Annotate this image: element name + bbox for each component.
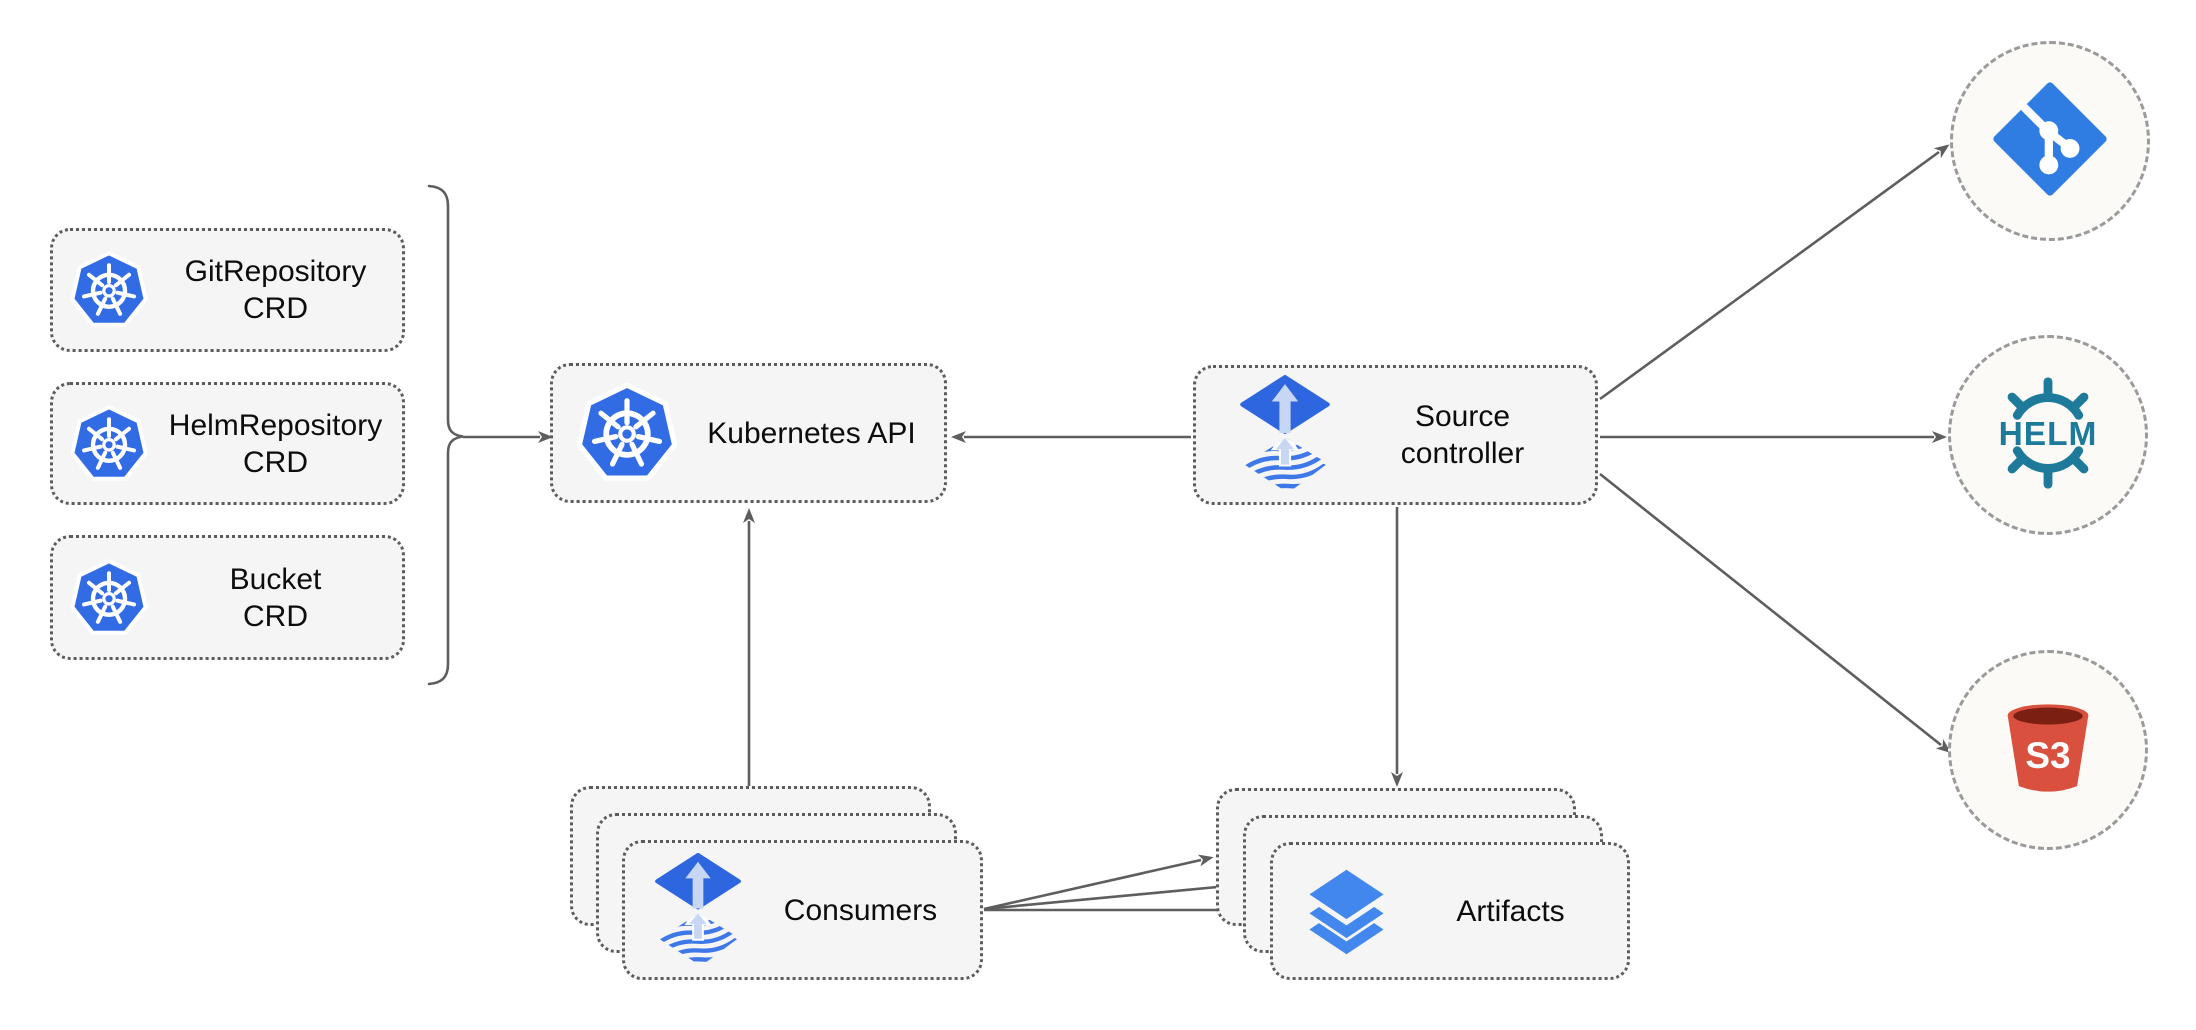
flux-icon <box>1240 375 1330 495</box>
kubernetes-icon <box>575 381 679 485</box>
kubernetes-icon <box>69 404 149 484</box>
node-git-source <box>1950 41 2150 241</box>
arrow-source-to-s3 <box>1599 472 1952 754</box>
s3-label: S3 <box>2025 735 2070 776</box>
helm-icon: HELM <box>1984 369 2112 502</box>
kubernetes-icon <box>69 250 149 330</box>
kubernetes-icon <box>69 558 149 638</box>
layers-icon <box>1299 864 1394 959</box>
node-label: Consumers <box>783 893 938 927</box>
node-s3-source: S3 <box>1948 650 2148 850</box>
git-icon <box>1991 80 2109 203</box>
node-artifacts: Artifacts <box>1270 842 1630 980</box>
arrow-source-to-git <box>1599 144 1950 401</box>
flux-icon <box>655 852 741 968</box>
node-kubernetes-api: Kubernetes API <box>550 363 947 503</box>
arrow-consumers-to-artifacts-back <box>983 854 1214 911</box>
node-label: Kubernetes API <box>707 416 916 450</box>
helm-label: HELM <box>1999 415 2098 452</box>
node-consumers: Consumers <box>622 840 983 980</box>
crd-bracket <box>427 184 464 686</box>
node-label: Artifacts <box>1456 894 1565 928</box>
arrow-consumers-to-artifacts-mid <box>983 880 1241 911</box>
node-helm-source: HELM <box>1948 335 2148 535</box>
s3-icon: S3 <box>1992 692 2104 809</box>
